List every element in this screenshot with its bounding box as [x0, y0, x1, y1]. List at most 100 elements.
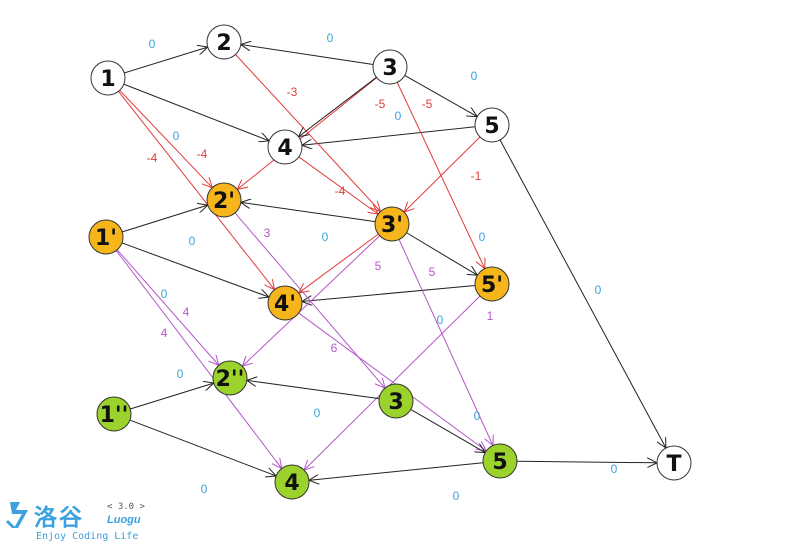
node-label: 1''	[100, 403, 129, 428]
node-label: 5'	[481, 273, 503, 298]
node-circle	[374, 206, 410, 242]
node-circle	[212, 360, 248, 396]
edge-label-n4b-n5c: 6	[331, 341, 338, 355]
edge-n3b-n5c	[398, 239, 492, 444]
edge-n3b-n4b	[299, 233, 379, 292]
node-n4b: 4'	[267, 285, 303, 321]
node-circle	[96, 396, 132, 432]
node-label: 5	[492, 450, 507, 475]
edge-label-n3c-n5c: 0	[201, 482, 208, 496]
node-label: 2'	[213, 189, 235, 214]
edge-n1b-n4b	[121, 242, 268, 297]
edge-n1b-n2c	[116, 249, 218, 365]
node-circle	[88, 219, 124, 255]
edge-n5a-n3b	[405, 136, 481, 211]
edge-label-n5c-n4c: 0	[453, 489, 460, 503]
edge-label-n5c-T: 0	[611, 462, 618, 476]
edge-label-n1a-n4a: 0	[173, 129, 180, 143]
edge-n3c-n2c	[248, 380, 380, 400]
edge-n3b-n5b	[406, 232, 477, 275]
node-label: 2	[216, 31, 231, 56]
edge-label-n1a-n2a: 0	[149, 37, 156, 51]
luogu-subtitle: Luogu	[107, 514, 141, 526]
edge-label-n5a-T: 0	[595, 283, 602, 297]
edge-label-n1c-n2c: 0	[177, 367, 184, 381]
edge-n1b-n2b	[122, 205, 207, 233]
edge-label-n3a-n2b: -5	[375, 97, 386, 111]
edge-label-n3b-n2b: 0	[322, 230, 329, 244]
edge-n3a-n4a	[299, 76, 377, 136]
edge-n1b-n4c	[115, 250, 281, 468]
edge-label-n2b-n3c: 3	[264, 226, 271, 240]
node-n4c: 4	[274, 464, 310, 500]
node-n1b: 1'	[88, 219, 124, 255]
node-label: 4'	[274, 292, 296, 317]
node-circle	[267, 129, 303, 165]
edge-label-n1c-n4c: 0	[314, 406, 321, 420]
edge-label-n3b-n5b: 0	[479, 230, 486, 244]
edge-n5a-n4a	[303, 126, 476, 145]
node-circle	[372, 49, 408, 85]
edge-n5b-n4c	[305, 295, 481, 469]
node-n5c: 5	[482, 443, 518, 479]
edge-n1a-n2b	[119, 89, 212, 187]
luogu-name: 洛谷	[34, 505, 84, 531]
luogu-watermark: 洛谷 < 3.0 > Luogu Enjoy Coding Life	[4, 498, 164, 544]
edge-label-n3c-n2c: 0	[474, 409, 481, 423]
edge-n5b-n4b	[303, 285, 476, 302]
node-n3a: 3	[372, 49, 408, 85]
edge-n5a-T	[499, 139, 665, 447]
edge-label-n3a-n5b: -5	[422, 97, 433, 111]
edge-label-n5a-n4a: 0	[395, 109, 402, 123]
node-n2b: 2'	[206, 182, 242, 218]
node-label: 5	[484, 114, 499, 139]
edge-label-n1a-n2b: -4	[147, 151, 158, 165]
node-n5a: 5	[474, 107, 510, 143]
edge-n3c-n5c	[410, 409, 485, 452]
edge-label-n5b-n4b: 0	[437, 313, 444, 327]
edge-n1c-n4c	[129, 419, 275, 476]
node-label: 1'	[95, 226, 117, 251]
node-label: 4	[277, 136, 292, 161]
node-circle	[482, 443, 518, 479]
edge-n4b-n5c	[298, 312, 486, 450]
node-circle	[267, 285, 303, 321]
edge-label-n3a-n5a: 0	[471, 69, 478, 83]
edge-n1a-n4b	[118, 91, 274, 288]
node-n4a: 4	[267, 129, 303, 165]
edge-n2b-n3c	[234, 212, 384, 387]
node-label: 2''	[216, 367, 245, 392]
edge-label-n4a-n3b: -4	[335, 184, 346, 198]
edge-n3b-n2b	[242, 203, 376, 223]
edge-label-n1b-n4b: 0	[161, 287, 168, 301]
node-label: 1	[100, 67, 115, 92]
luogu-logo-icon	[6, 502, 28, 528]
luogu-tagline: Enjoy Coding Life	[36, 531, 139, 542]
node-circle	[206, 24, 242, 60]
node-T: T	[656, 445, 692, 481]
node-circle	[206, 182, 242, 218]
node-circle	[656, 445, 692, 481]
node-n2a: 2	[206, 24, 242, 60]
node-circle	[378, 383, 414, 419]
node-n5b: 5'	[474, 266, 510, 302]
edge-label-n1a-n4b: -4	[197, 147, 208, 161]
node-n1a: 1	[90, 60, 126, 96]
edge-n4a-n3b	[298, 156, 378, 214]
edge-n1a-n4a	[123, 83, 268, 140]
node-circle	[474, 107, 510, 143]
edge-n5c-n4c	[310, 462, 484, 480]
edge-label-n5a-n3b: -1	[471, 169, 482, 183]
edge-n3b-n2c	[243, 235, 381, 366]
edge-n3a-n2b	[238, 77, 378, 189]
edge-label-n1b-n2b: 0	[189, 234, 196, 248]
edge-label-n1b-n4c: 4	[161, 326, 168, 340]
edge-label-n1b-n2c: 4	[183, 305, 190, 319]
edge-label-n3a-n2a: 0	[327, 31, 334, 45]
edge-n1a-n2a	[124, 47, 207, 74]
edge-n5c-T	[516, 461, 656, 463]
node-label: 3	[388, 390, 403, 415]
